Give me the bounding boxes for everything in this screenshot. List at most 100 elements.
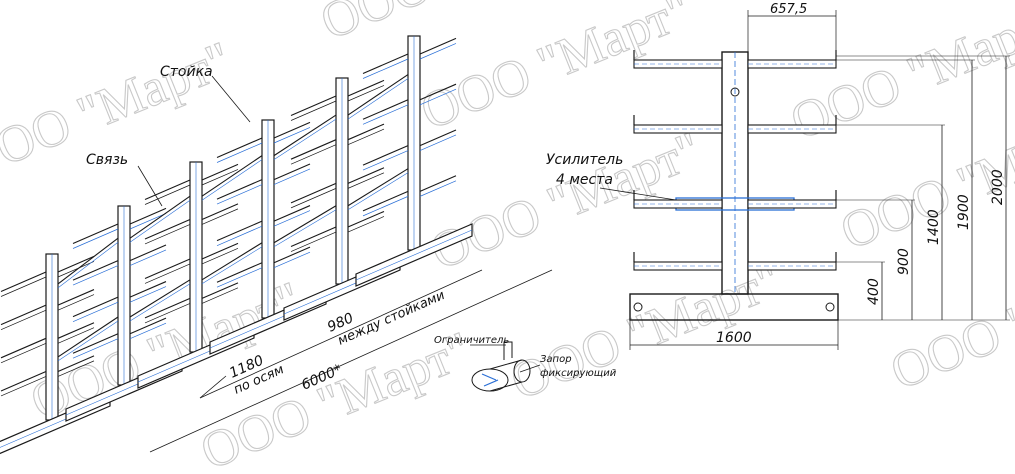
rack-arm-edge [57,294,95,311]
rack-arm [57,322,95,339]
rack-arm-edge [419,88,457,106]
rack-arm-edge [201,208,239,225]
rack-arm-edge [201,169,239,186]
rack-link [273,205,337,244]
rack-arm [129,281,167,298]
detail-limiter-lock: Ограничитель Запор фиксирующий [434,335,617,392]
rack-arm [201,203,239,220]
rack-arm-edge [362,150,409,171]
leader-zapor [519,364,541,373]
rack-arm-edge [216,225,263,246]
rack-arm-edge [129,286,167,303]
label-ogranichitel: Ограничитель [434,335,509,346]
rack-arm [362,99,409,120]
rack-arm-edge [290,100,337,121]
base-hole-left [633,302,643,312]
dim-400: 400 [866,278,882,305]
rack-arm-edge [0,342,47,364]
label-svyaz: Связь [86,152,128,168]
rack-arm-edge [72,228,119,249]
tube-cap [513,359,531,383]
rack-arm-edge [129,322,167,340]
dim-1400: 1400 [926,209,942,245]
rack-arm [290,226,337,248]
rack-arm-edge [419,134,457,151]
rack-arm [216,137,263,159]
leader-svyaz [137,165,163,207]
rack-arm [0,370,47,392]
lock-clip [481,373,499,387]
post-hole [730,87,740,97]
rack-arm [129,317,167,335]
dim-900: 900 [896,248,912,275]
rack-arm [144,297,191,319]
rack-arm [347,210,385,228]
rack-arm-edge [362,196,409,217]
dim-1900: 1900 [956,194,972,230]
rack-arm [216,262,263,283]
rack-arm-edge [57,327,95,344]
rack-arm [216,179,263,200]
rack-arm-edge [419,43,457,60]
rack-link [129,279,191,318]
rack-arm-edge [216,267,263,288]
rack-arm [201,282,239,299]
rack-link-edge [129,199,191,243]
rack-arm [419,83,457,101]
rack-arm-edge [216,184,263,205]
rack-arm-edge [290,231,337,252]
dim-line-980 [199,269,483,399]
rack-arm-edge [290,188,337,209]
limiter-shape [503,341,513,360]
rack-arm [273,246,311,264]
tube-body [489,359,523,392]
rack-arm-edge [129,213,167,230]
rack-arm-edge [347,128,385,146]
rack-arm-edge [347,216,385,233]
rack-arm-edge [0,376,47,397]
rack-arm-edge [362,58,409,79]
front-view: Усилитель 4 места 657,5 1600 2000 1900 1… [546,2,1010,350]
rack-arm-edge [57,261,95,278]
rack-arm-edge [0,276,47,297]
rack-arm [57,289,95,306]
label-stoyka: Стойка [160,64,213,80]
rack-arm [290,182,337,204]
rack-link-edge [347,172,409,210]
rack-arm [216,220,263,242]
rack-arm [129,244,167,262]
rack-arm [72,333,119,354]
rack-link-edge [201,159,263,201]
leader-usilitel [599,187,677,201]
rack-arm-edge [144,224,191,245]
rack-arm [347,79,385,97]
rack-arm [362,53,409,75]
dim-2000: 2000 [990,169,1006,205]
dim-line-1180 [199,375,227,399]
rack-arm-edge [72,265,119,286]
rack-arm [0,337,47,359]
label-zapor-2: фиксирующий [540,368,617,379]
rack-arm-edge [201,248,239,265]
rack-arm-edge [273,168,311,185]
rack-arm [144,258,191,279]
rack-arm-edge [273,251,311,269]
rack-arm [57,355,95,372]
rack-arm [347,123,385,141]
rack-arm-edge [419,180,457,197]
rack-arm [419,37,457,55]
rack-arm-edge [0,309,47,330]
rack-arm [201,163,239,181]
rack-arm [57,255,95,273]
rack-link-edge [273,209,337,248]
rack-arm [362,145,409,166]
rack-link-edge [347,78,409,120]
rack-arm [419,129,457,147]
rack-arm-edge [273,127,311,144]
rack-arm [0,304,47,326]
rack-arm-edge [362,104,409,125]
dim-1600: 1600 [716,330,752,346]
rack-arm [72,223,119,245]
